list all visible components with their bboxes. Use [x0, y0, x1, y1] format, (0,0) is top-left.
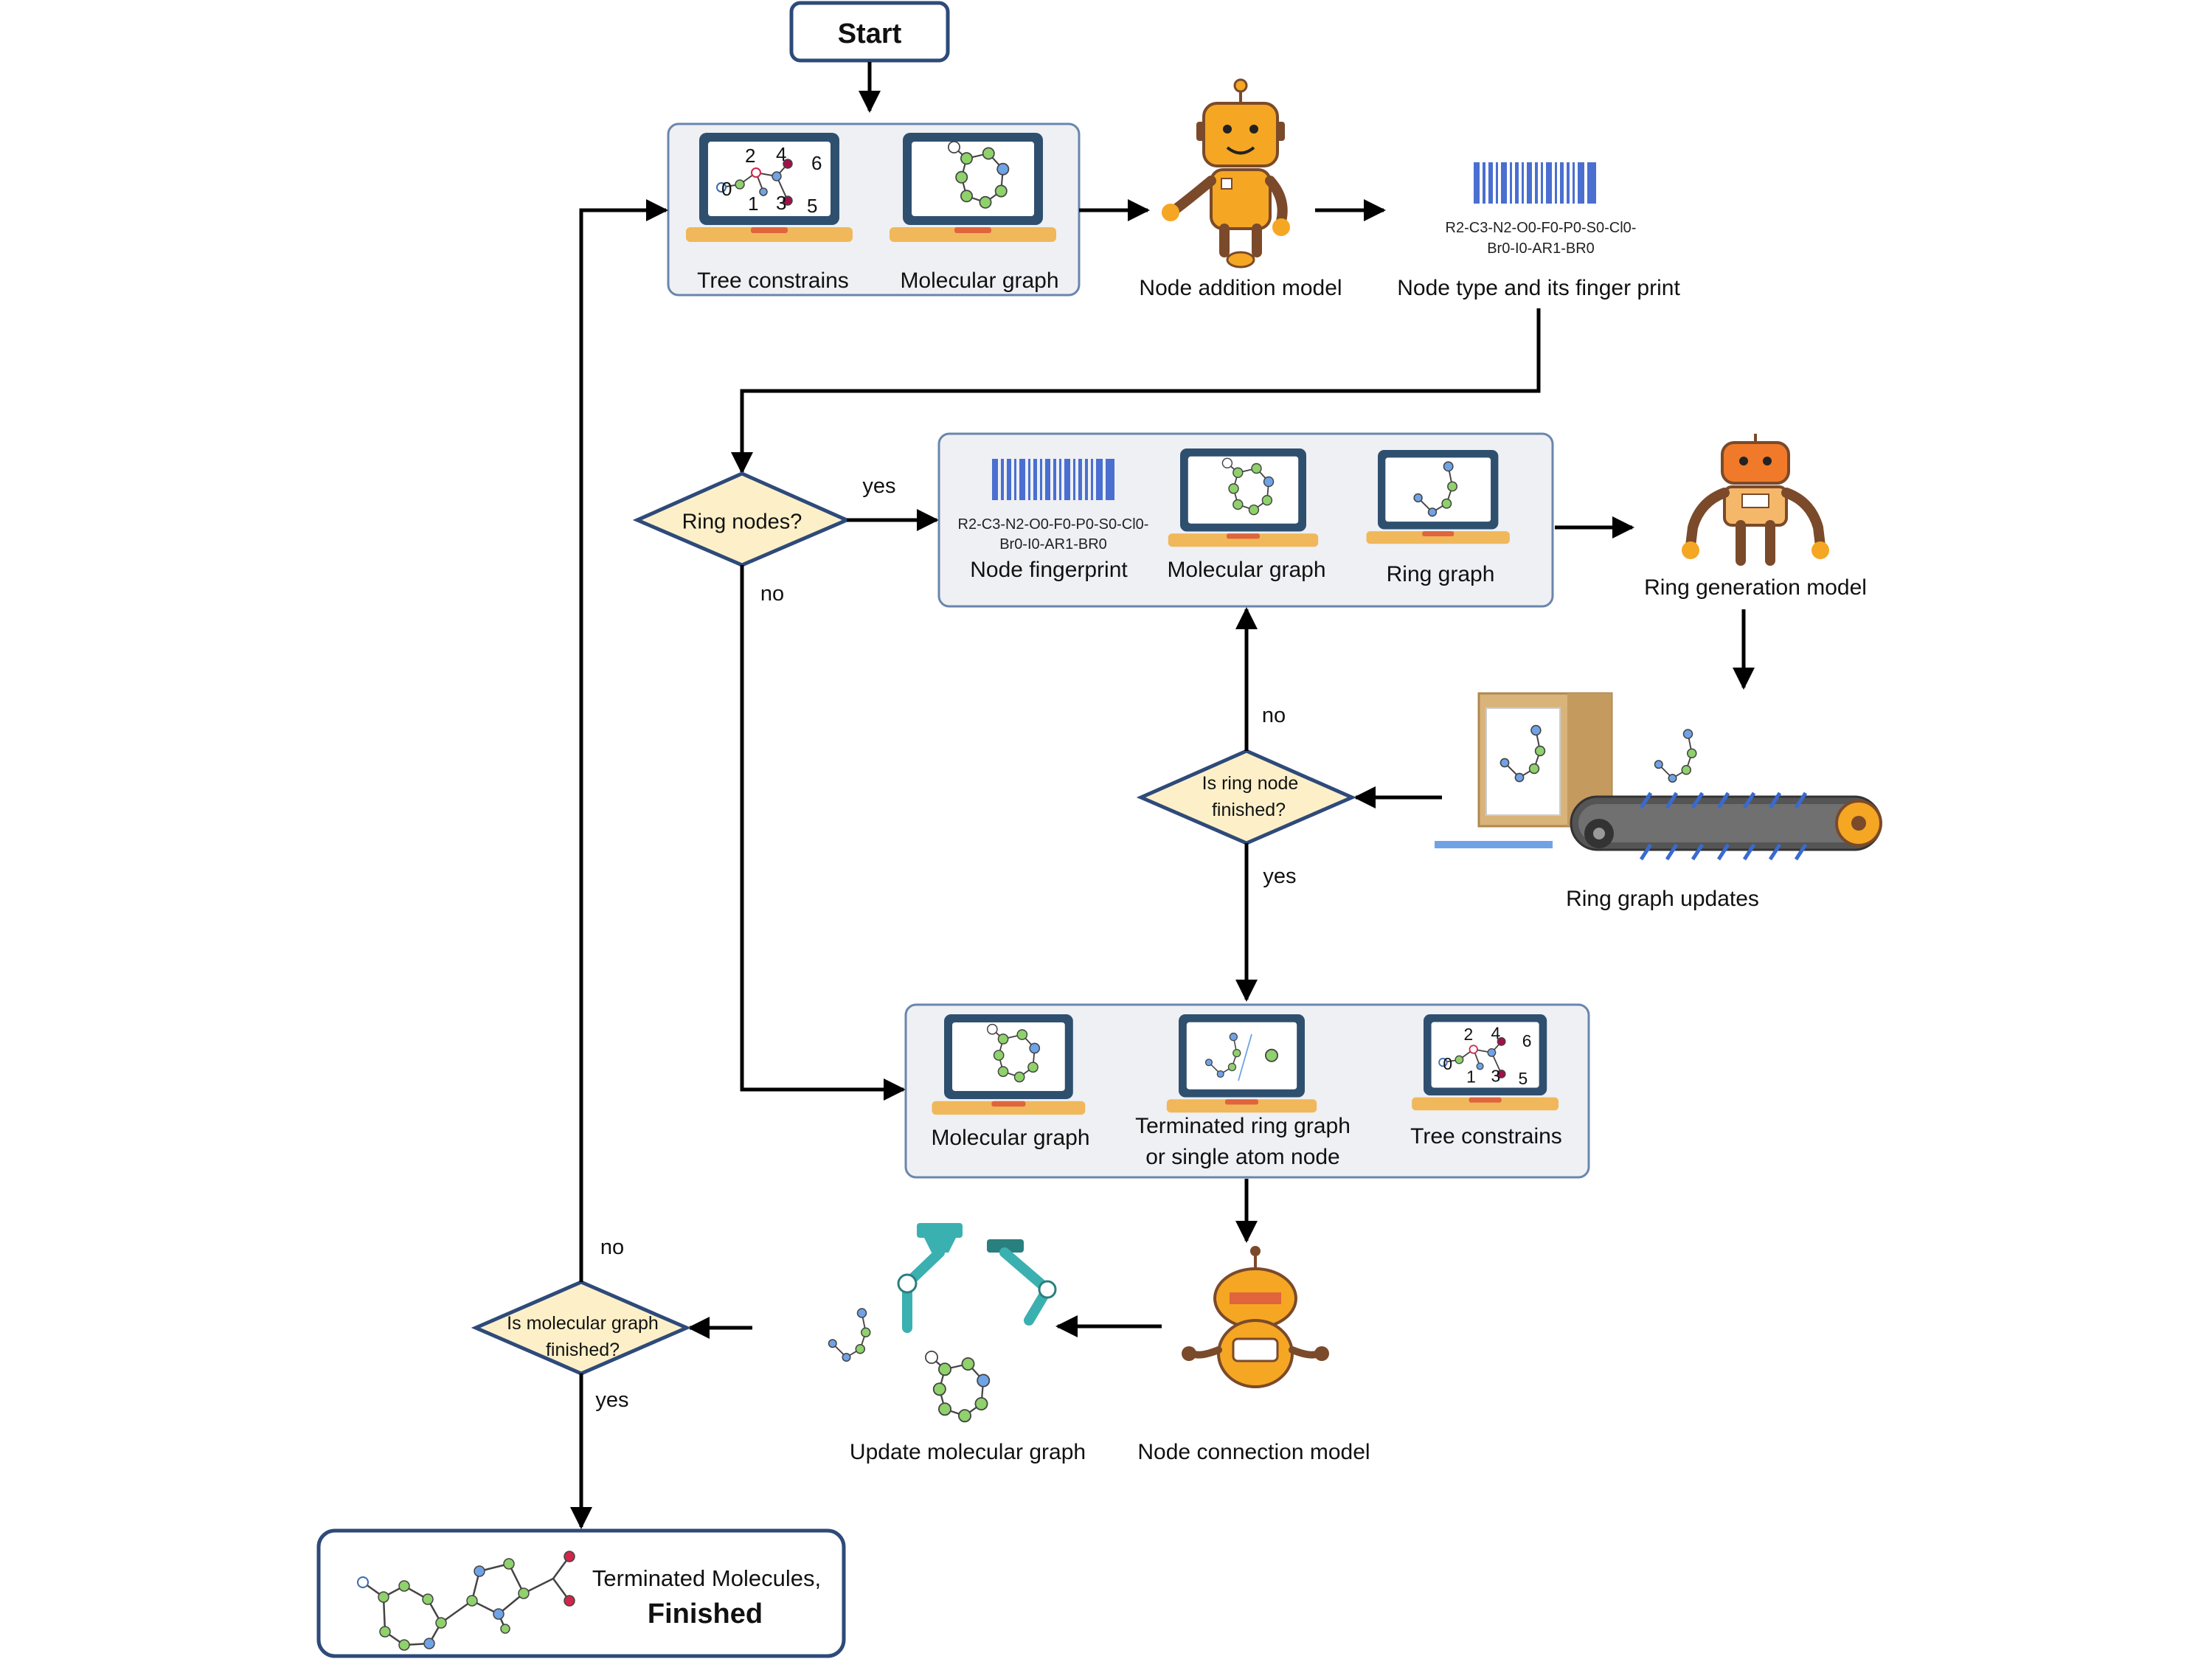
barcode-icon: [992, 459, 1114, 500]
start-label: Start: [838, 18, 902, 49]
mol-finished-line2: finished?: [546, 1340, 620, 1360]
ring-nodes-label: Ring nodes?: [682, 510, 802, 534]
fingerprint-top: R2-C3-N2-O0-F0-P0-S0-Cl0- Br0-I0-AR1-BR0…: [1397, 162, 1680, 300]
box3-molecular-label: Molecular graph: [931, 1126, 1089, 1150]
node-addition-robot-icon: [1162, 78, 1290, 269]
tree-digit-1: 1: [1466, 1067, 1476, 1086]
ring-graph-label: Ring graph: [1387, 562, 1495, 586]
final-molecule-icon: [357, 1551, 575, 1651]
barcode-icon: [1474, 162, 1596, 204]
ring-finished-decision: Is ring node finished?: [1136, 749, 1357, 845]
final-line2: Finished: [648, 1599, 763, 1629]
fingerprint-top-line1: R2-C3-N2-O0-F0-P0-S0-Cl0-: [1446, 220, 1637, 236]
connection-input-box: Molecular graph Terminated ring graph or…: [904, 1003, 1590, 1179]
tree-constrains-label: Tree constrains: [697, 269, 849, 293]
mol-finished-line1: Is molecular graph: [507, 1313, 659, 1334]
ring-nodes-no: no: [760, 582, 784, 606]
node-addition-label: Node addition model: [1139, 276, 1342, 300]
ring-finished-yes: yes: [1263, 865, 1296, 888]
tree-digit-3: 3: [1491, 1067, 1501, 1086]
tree-digit-0: 0: [721, 178, 732, 200]
terminated-ring-line2: or single atom node: [1145, 1145, 1340, 1169]
tree-digit-2: 2: [745, 145, 755, 167]
tree-digit-1: 1: [748, 193, 758, 215]
tree-digit-5: 5: [807, 195, 817, 217]
mol-finished-yes: yes: [595, 1388, 628, 1412]
tree-digit-2: 2: [1464, 1025, 1474, 1044]
update-molecular-label: Update molecular graph: [850, 1440, 1086, 1464]
node-connection-robot-icon: [1182, 1246, 1329, 1388]
arrow-ring-no-to-box3: [740, 565, 906, 1101]
box3-tree-laptop: 0 1 2 3 4 5 6: [1412, 1014, 1559, 1111]
start-node: Start: [789, 1, 950, 63]
update-molecular-robot-arms-icon: [828, 1223, 1057, 1423]
tree-digit-3: 3: [776, 192, 786, 214]
tree-digit-4: 4: [1491, 1023, 1501, 1042]
tree-digit-6: 6: [811, 152, 822, 174]
ring-updates-conveyor-icon: [1435, 692, 1882, 861]
ring-finished-no: no: [1262, 704, 1286, 727]
ring-generation-label: Ring generation model: [1644, 575, 1867, 600]
fingerprint-top-line2: Br0-I0-AR1-BR0: [1487, 240, 1595, 257]
final-node: Terminated Molecules, Finished: [316, 1528, 846, 1658]
molecular-graph-label: Molecular graph: [900, 269, 1058, 293]
mol-finished-no: no: [600, 1236, 624, 1259]
arrow-mol-finished-no-loop: [579, 199, 668, 1282]
mol-finished-decision: Is molecular graph finished?: [471, 1280, 692, 1376]
ring-input-box: R2-C3-N2-O0-F0-P0-S0-Cl0- Br0-I0-AR1-BR0…: [937, 432, 1554, 608]
tree-constrains-laptop: 0 1 2 3 4 5 6: [686, 133, 853, 242]
box3-tree-label: Tree constrains: [1410, 1124, 1562, 1149]
box2-fp-line1: R2-C3-N2-O0-F0-P0-S0-Cl0-: [958, 516, 1149, 533]
node-fingerprint-label: Node fingerprint: [970, 558, 1128, 582]
terminated-ring-laptop: [1166, 1014, 1317, 1113]
fingerprint-top-label: Node type and its finger print: [1397, 276, 1680, 300]
terminated-ring-line1: Terminated ring graph: [1135, 1114, 1351, 1138]
ring-updates-label: Ring graph updates: [1566, 887, 1759, 911]
box2-fp-line2: Br0-I0-AR1-BR0: [999, 536, 1107, 553]
ring-finished-line2: finished?: [1212, 800, 1286, 820]
tree-digit-0: 0: [1443, 1054, 1452, 1073]
box2-molecular-label: Molecular graph: [1167, 558, 1325, 582]
tree-digit-4: 4: [776, 143, 786, 165]
arrow-fingerprint-to-ring-decision: [731, 308, 1541, 474]
ring-generation-robot-icon: [1682, 434, 1829, 566]
final-line1: Terminated Molecules,: [592, 1565, 821, 1591]
tree-digit-6: 6: [1522, 1031, 1532, 1050]
input-box-tree-molecular: 0 1 2 3 4 5 6 Tree constrains Molecular …: [667, 122, 1081, 297]
ring-finished-line1: Is ring node: [1202, 773, 1299, 794]
tree-digit-5: 5: [1518, 1069, 1528, 1088]
ring-nodes-decision: Ring nodes?: [632, 471, 852, 567]
ring-nodes-yes: yes: [862, 474, 895, 498]
node-connection-label: Node connection model: [1137, 1440, 1370, 1464]
